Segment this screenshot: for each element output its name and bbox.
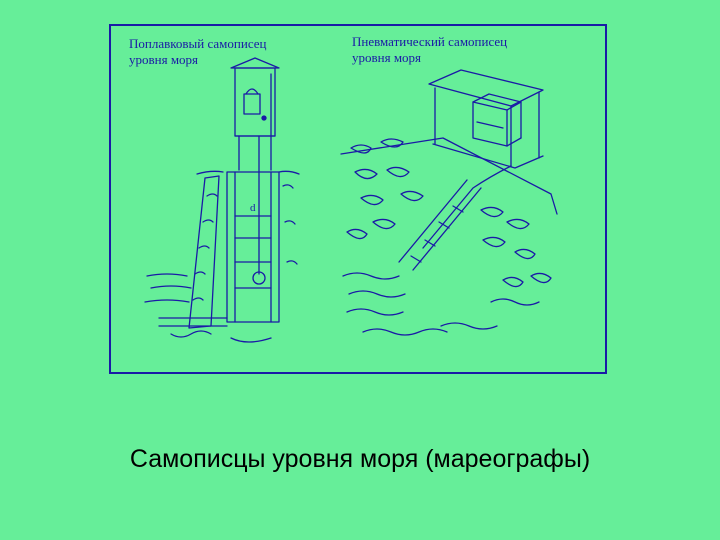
float-gauge-label-line1: Поплавковый самописец	[129, 36, 267, 51]
float-gauge-illustration	[144, 57, 300, 343]
slide-caption: Самописцы уровня моря (мареографы)	[129, 445, 591, 473]
pneumatic-gauge-label-line1: Пневматический самописец	[352, 34, 508, 49]
pneumatic-gauge-illustration	[340, 69, 558, 336]
float-gauge-label-line2: уровня моря	[129, 52, 199, 67]
well-marker-label: d	[250, 202, 256, 214]
tide-gauges-drawing	[144, 57, 558, 343]
float-gauge-label: Поплавковый самописец уровня моря	[129, 36, 266, 68]
pneumatic-gauge-label-line2: уровня моря	[352, 50, 422, 65]
pneumatic-gauge-label: Пневматический самописец уровня моря	[352, 34, 507, 66]
figure-frame: Поплавковый самописец уровня моря Пневма…	[109, 24, 607, 374]
